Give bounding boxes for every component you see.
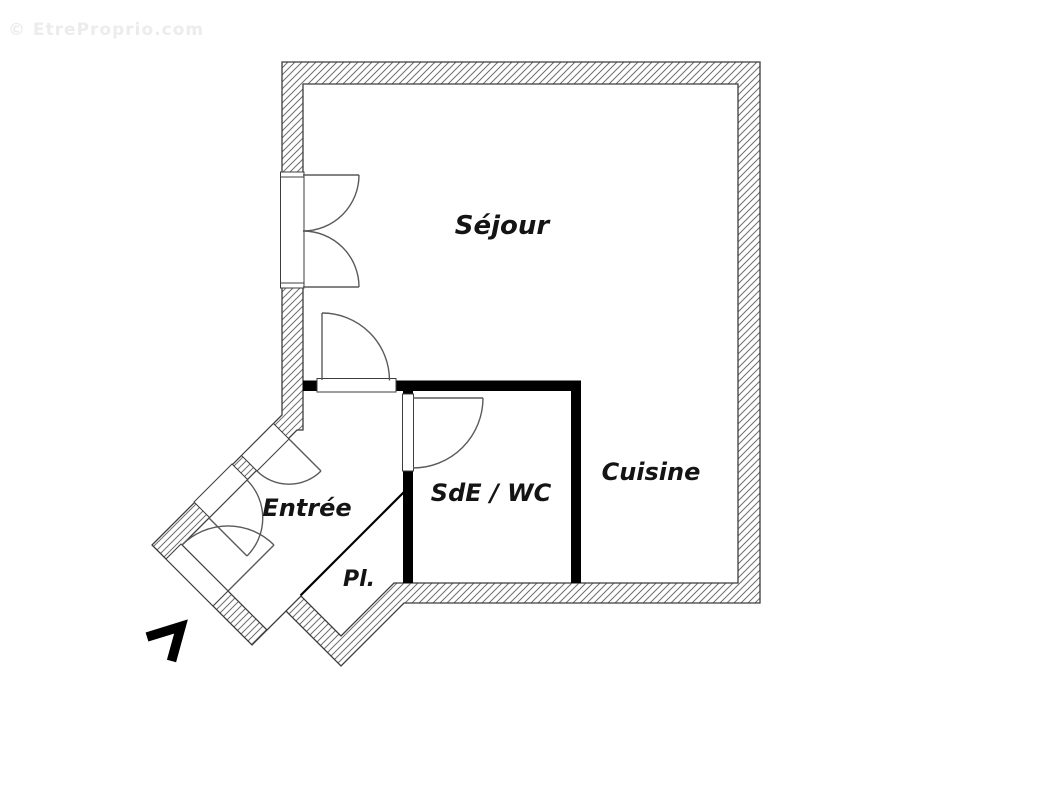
french-window-frame: [280, 171, 305, 289]
entry-door-upper-leaf: [288, 438, 322, 472]
sde-door: [412, 397, 484, 469]
front-door-leaf: [227, 544, 275, 592]
front-door-arc: [181, 525, 275, 546]
sejour-door: [321, 312, 391, 381]
room-label-sejour: Séjour: [455, 211, 552, 241]
sde-left-wall-lower: [403, 470, 413, 583]
interior-wall-stub-left: [303, 380, 318, 391]
room-label-placard: Pl.: [343, 567, 375, 592]
entry-door-opening-middle: [193, 463, 249, 519]
room-label-cuisine: Cuisine: [602, 458, 701, 486]
front-door-opening: [165, 543, 229, 607]
interior-wall-top: [395, 380, 581, 391]
entry-door-middle: [208, 479, 264, 557]
french-window-arc-bottom: [302, 230, 360, 288]
sejour-door-frame: [316, 378, 397, 393]
doors: [181, 174, 484, 592]
entry-door-middle-arc: [246, 479, 264, 557]
exterior-walls: [151, 61, 761, 667]
sde-door-frame: [402, 393, 414, 472]
french-window-doors: [302, 174, 360, 288]
sde-door-arc: [412, 397, 484, 469]
closet-partition: [299, 491, 405, 597]
french-window-frame-rect: [280, 171, 305, 289]
front-door: [181, 525, 275, 592]
entrance-arrow-icon: [145, 619, 188, 663]
sde-left-wall-upper: [403, 391, 413, 395]
sejour-door-arc: [321, 312, 391, 381]
entry-door-upper-arc: [256, 470, 322, 485]
room-label-sde-wc: SdE / WC: [431, 479, 552, 507]
entry-door-upper: [256, 438, 322, 485]
room-labels: Séjour Cuisine SdE / WC Entrée Pl.: [262, 211, 700, 592]
room-label-entree: Entrée: [262, 494, 351, 522]
interior-walls: [303, 378, 581, 583]
sde-right-wall: [571, 391, 581, 583]
entry-door-middle-leaf: [208, 517, 248, 557]
french-window-arc-top: [302, 174, 360, 232]
watermark-text: © EtreProprio.com: [8, 20, 205, 40]
